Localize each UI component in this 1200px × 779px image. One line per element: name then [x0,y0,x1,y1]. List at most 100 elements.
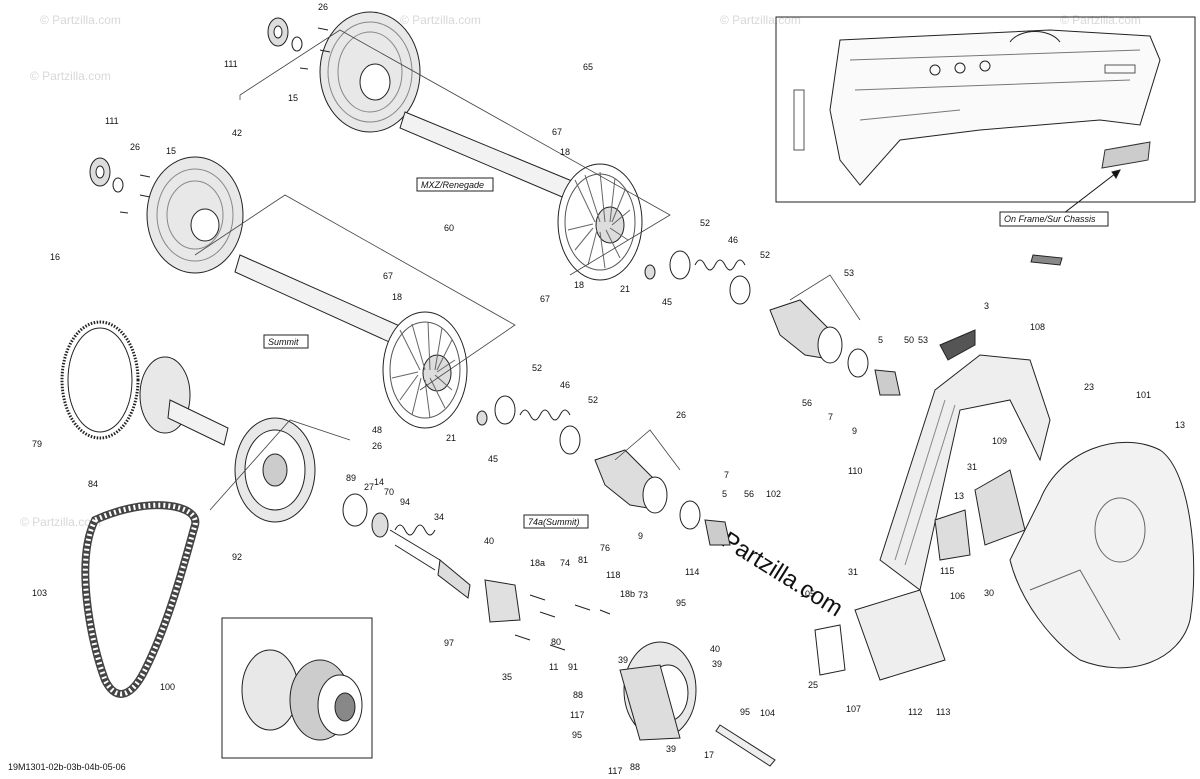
part-callout: 7 [724,470,729,480]
part-callout: 13 [954,491,964,501]
part-callout: 45 [488,454,498,464]
part-callout: 118 [606,570,620,580]
driven-pulley-lower-sheave [89,156,244,274]
part-callout: 5 [878,335,883,345]
part-callout: 114 [685,567,699,577]
drive-pulley-inset [221,617,373,759]
part-callout: 56 [744,489,754,499]
driven-pulley-springs [476,250,901,546]
mxz-label-box [416,177,494,192]
part-callout: 60 [444,223,454,233]
part-callout: 94 [400,497,410,507]
part-callout: 40 [710,644,720,654]
part-callout: 26 [130,142,140,152]
summit-label-box [263,334,309,349]
part-callout: 34 [434,512,444,522]
part-callout: 13 [1175,420,1185,430]
part-callout: 40 [484,536,494,546]
part-callout: 81 [578,555,588,565]
part-callout: 27 [364,482,374,492]
part-callout: 106 [950,591,965,601]
part-callout: 39 [618,655,628,665]
part-callout: 53 [844,268,854,278]
driven-pulley-upper [267,11,643,281]
part-callout: 46 [560,380,570,390]
drive-belt [81,501,200,698]
part-callout: 39 [666,744,676,754]
part-callout: 105 [800,589,815,599]
part-callout: 11 [549,662,558,672]
part-callout: 117 [608,766,622,776]
part-callout: 46 [728,235,738,245]
part-callout: 26 [372,441,382,451]
part-callout: 18a [530,558,545,568]
drawing-code: 19M1301-02b-03b-04b-05-06 [8,762,126,772]
part-callout: 73 [638,590,648,600]
driven-pulley-summit [234,254,468,429]
inset-caption-box [999,211,1109,227]
part-callout: 52 [760,250,770,260]
part-callout: 76 [600,543,610,553]
inset-caption: On Frame/Sur Chassis [1004,214,1096,224]
summit-label: Summit [268,337,299,347]
part-callout: 42 [232,128,242,138]
part-callout: 52 [532,363,542,373]
part-callout: 88 [630,762,640,772]
part-callout: 112 [908,707,922,717]
part-callout: 79 [32,439,42,449]
drive-pulley-components [342,493,776,767]
belt-guard-parts [814,254,1195,681]
summit74a-label: 74a(Summit) [528,517,580,527]
part-callout: 17 [704,750,714,760]
part-callout: 102 [766,489,781,499]
part-callout: 14 [374,477,384,487]
part-callout: 70 [384,487,394,497]
part-callout: 16 [50,252,60,262]
drive-pulley [60,320,316,523]
part-callout: 84 [88,479,98,489]
watermark: © Partzilla.com [20,515,101,529]
part-callout: 80 [551,637,561,647]
part-callout: 45 [662,297,672,307]
frame-inset [775,16,1196,221]
part-callout: 95 [676,598,686,608]
part-callout: 18 [560,147,570,157]
part-callout: 117 [570,710,584,720]
part-callout: 92 [232,552,242,562]
part-callout: 107 [846,704,861,714]
part-callout: 50 [904,335,914,345]
part-callout: 9 [852,426,857,436]
part-callout: 100 [160,682,175,692]
part-callout: 15 [166,146,176,156]
part-callout: 9 [638,531,643,541]
watermark: © Partzilla.com [30,69,111,83]
part-callout: 21 [620,284,630,294]
part-callout: 111 [224,59,238,69]
part-callout: 89 [346,473,356,483]
mxz-label: MXZ/Renegade [421,180,484,190]
part-callout: 65 [583,62,593,72]
part-callout: 104 [760,708,775,718]
part-callout: 103 [32,588,47,598]
summit74a-label-box [523,514,589,529]
part-callout: 7 [828,412,833,422]
part-callout: 18b [620,589,635,599]
part-callout: 108 [1030,322,1045,332]
part-callout: 15 [288,93,298,103]
part-callout: 91 [568,662,578,672]
part-callout: 56 [802,398,812,408]
part-callout: 18 [574,280,584,290]
part-callout: 53 [918,335,928,345]
watermark: © Partzilla.com [720,13,801,27]
part-callout: 95 [740,707,750,717]
part-callout: 52 [588,395,598,405]
part-callout: 30 [984,588,994,598]
part-callout: 101 [1136,390,1151,400]
part-callout: 88 [573,690,583,700]
watermark: © Partzilla.com [1060,13,1141,27]
watermark: © Partzilla.com [400,13,481,27]
part-callout: 74 [560,558,570,568]
part-callout: 31 [848,567,858,577]
assembly-outlines [194,29,861,511]
